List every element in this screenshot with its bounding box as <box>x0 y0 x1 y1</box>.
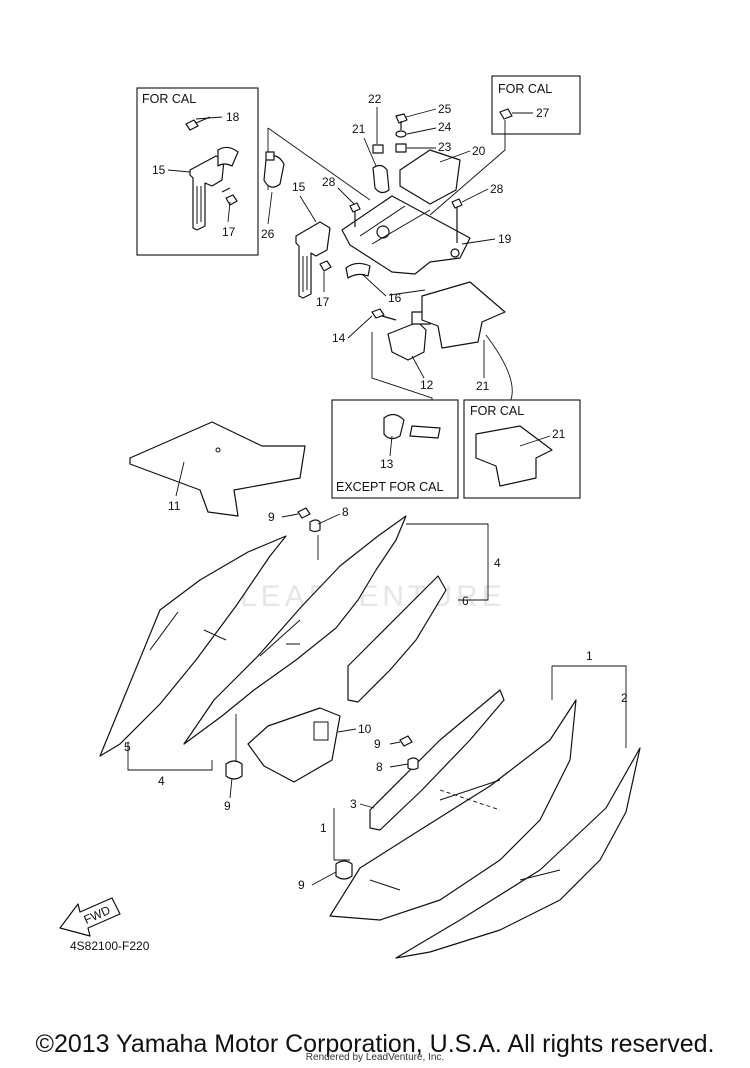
bolt-14-drawing <box>371 308 397 321</box>
cover-1-drawing <box>329 699 577 921</box>
callouts: 18 15 17 26 15 17 16 28 21 22 25 24 23 2… <box>124 92 628 892</box>
callout-6: 6 <box>462 594 469 608</box>
nut-23b-drawing <box>395 143 407 153</box>
drawing-code: 4S82100-F220 <box>70 939 150 953</box>
callout-23: 22 <box>368 92 382 106</box>
panel-6-drawing <box>347 575 447 703</box>
watermark: LEADVENTURE <box>240 580 506 613</box>
callout-1: 1 <box>320 821 327 835</box>
callout-21: 21 <box>476 379 490 393</box>
callout-7: 8 <box>342 505 349 519</box>
callout-17b: 17 <box>316 295 330 309</box>
callout-17: 17 <box>222 225 236 239</box>
callout-8: 9 <box>268 510 275 524</box>
clamp-16-drawing <box>345 262 371 279</box>
washer-24-drawing <box>395 130 407 138</box>
callout-26: 26 <box>261 227 275 241</box>
callout-1b: 1 <box>586 649 593 663</box>
callout-28: 28 <box>322 175 336 189</box>
callout-9: 9 <box>224 799 231 813</box>
for-cal-title: FOR CAL <box>498 82 552 96</box>
callout-21b: 21 <box>552 427 566 441</box>
left-side-cover-assembly <box>99 507 489 783</box>
grommet-7-drawing <box>309 519 321 533</box>
bolt-8b-drawing <box>399 735 413 747</box>
callout-11: 11 <box>168 499 181 513</box>
except-for-cal-box: EXCEPT FOR CAL <box>331 399 459 499</box>
bolt-28a-drawing <box>349 202 361 227</box>
for-cal-box-mid-right: FOR CAL <box>463 399 581 499</box>
clamp-22-drawing <box>372 164 390 194</box>
nut-23-drawing <box>372 144 384 154</box>
pad-21-drawing <box>421 281 506 349</box>
callout-14: 14 <box>332 331 346 345</box>
grommet-9b-drawing <box>335 860 353 880</box>
bolt-17b-drawing <box>319 260 332 272</box>
callout-7b: 8 <box>376 760 383 774</box>
pad-21b-drawing <box>475 425 553 487</box>
for-cal-title: FOR CAL <box>142 92 196 106</box>
bolt-28b-drawing <box>451 198 463 243</box>
cover-4-drawing <box>183 515 407 745</box>
bracket-10-drawing <box>247 707 341 783</box>
callout-28b: 28 <box>490 182 504 196</box>
callout-15b: 15 <box>292 180 306 194</box>
callout-8b: 9 <box>374 737 381 751</box>
callout-12: 12 <box>420 378 434 392</box>
rendered-by-credit: Rendered by LeadVenture, Inc. <box>305 1052 445 1063</box>
grommet-9-drawing <box>225 760 243 780</box>
for-cal-box-top-left: FOR CAL <box>136 87 259 256</box>
callout-25: 25 <box>438 102 452 116</box>
cover-2-drawing <box>395 747 641 959</box>
upper-bracket-assembly <box>263 113 513 403</box>
callout-9b: 9 <box>298 878 305 892</box>
bolt-8-drawing <box>297 507 311 519</box>
callout-4b: 4 <box>158 774 165 788</box>
callout-18: 18 <box>226 110 240 124</box>
cover-20-drawing <box>399 149 461 205</box>
bracket-12-drawing <box>387 321 427 361</box>
callout-16: 16 <box>388 291 402 305</box>
callout-20: 20 <box>472 144 486 158</box>
plate-19-drawing <box>341 195 471 275</box>
sheet-11-drawing <box>129 421 306 517</box>
callout-3: 3 <box>350 797 357 811</box>
cover-5-drawing <box>99 535 287 757</box>
callout-15: 15 <box>152 163 166 177</box>
callout-5: 5 <box>124 740 131 754</box>
callout-10: 10 <box>358 722 372 736</box>
for-cal-title: FOR CAL <box>470 404 524 418</box>
callout-19: 19 <box>498 232 512 246</box>
for-cal-box-top-right: FOR CAL <box>429 75 581 216</box>
fwd-arrow-icon <box>59 897 121 937</box>
bolt-25-drawing <box>395 113 408 130</box>
grommet-7b-drawing <box>407 757 419 771</box>
callout-23b: 23 <box>438 140 452 154</box>
callout-27: 27 <box>536 106 550 120</box>
fwd-arrow: FWD <box>59 897 121 937</box>
callout-4: 4 <box>494 556 501 570</box>
bolt-17-drawing <box>221 187 238 206</box>
callout-2: 2 <box>621 691 628 705</box>
panel-3-drawing <box>369 689 505 831</box>
bracket-15-drawing <box>295 221 331 299</box>
callout-24: 24 <box>438 120 452 134</box>
right-side-cover-assembly <box>329 665 641 959</box>
callout-22: 21 <box>352 122 366 136</box>
clamp-13-drawing <box>383 413 405 440</box>
except-for-cal-title: EXCEPT FOR CAL <box>336 480 443 494</box>
callout-13: 13 <box>380 457 394 471</box>
copyright-notice: ©2013 Yamaha Motor Corporation, U.S.A. A… <box>35 1030 715 1058</box>
bolt-27-drawing <box>499 108 513 120</box>
